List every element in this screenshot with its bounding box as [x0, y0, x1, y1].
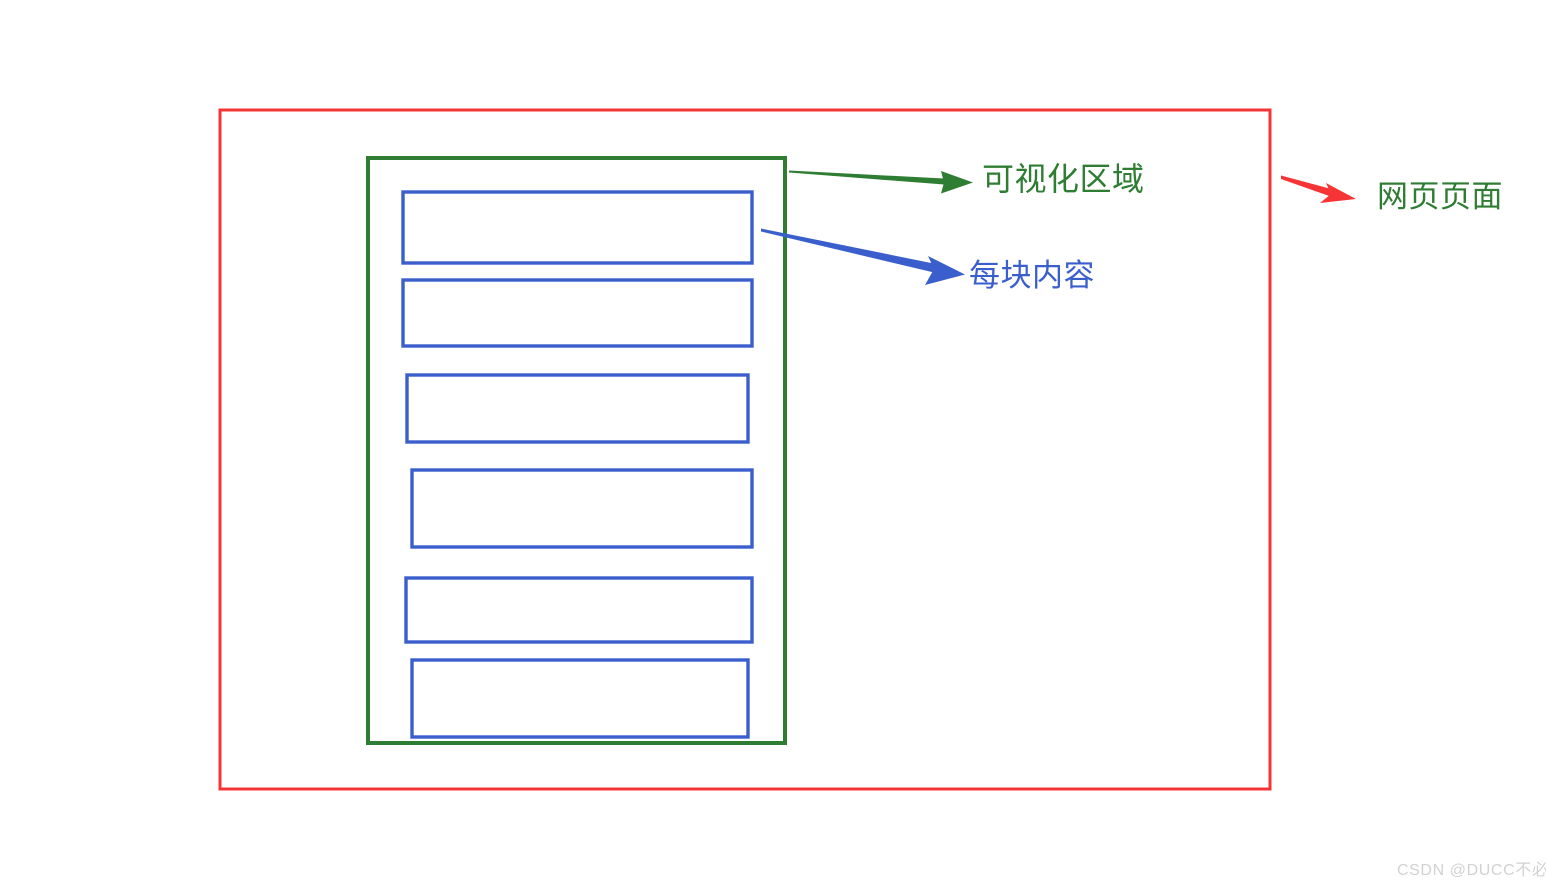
content-block-5	[404, 576, 754, 644]
page-label: 网页页面	[1377, 179, 1503, 214]
block-label: 每块内容	[969, 258, 1095, 293]
viewport-arrow-icon	[789, 170, 973, 194]
visual-viewport-box	[366, 156, 787, 745]
content-block-6	[410, 658, 750, 739]
block-arrow-icon	[761, 228, 965, 285]
content-block-2	[401, 278, 754, 348]
content-block-3	[405, 373, 750, 444]
content-block-4	[410, 468, 754, 549]
webpage-page-box	[218, 108, 1272, 791]
page-arrow-icon	[1281, 175, 1356, 203]
watermark: CSDN @DUCC不必	[1397, 862, 1546, 879]
viewport-label: 可视化区域	[982, 161, 1145, 197]
content-block-1	[401, 190, 754, 265]
